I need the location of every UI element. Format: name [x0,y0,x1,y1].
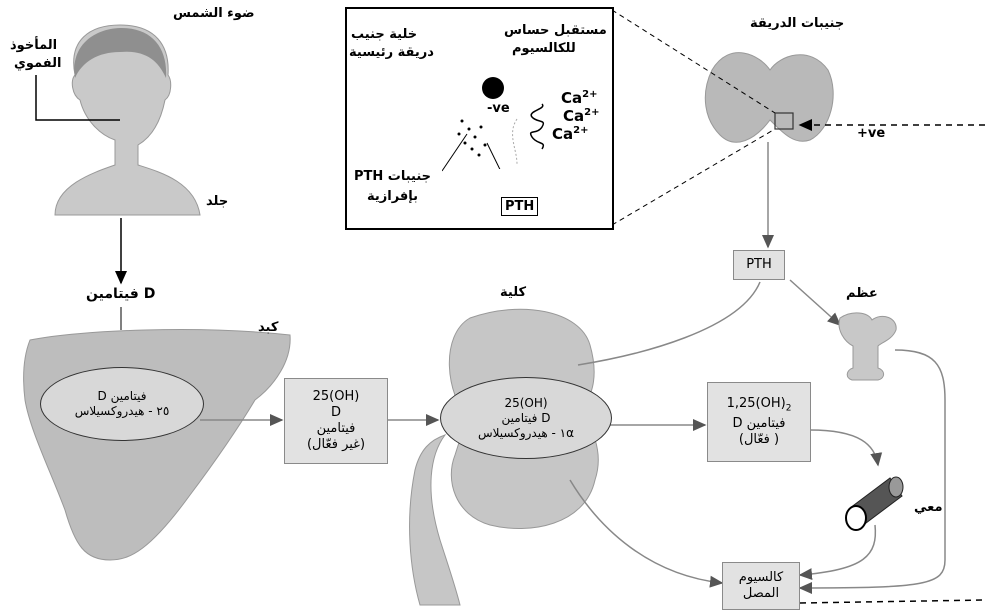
active-line3: ( فعّال) [738,432,780,448]
bone-shape [838,312,897,381]
nucleus-dot [482,77,504,99]
positive-feedback-label: +ve [857,126,886,141]
pth-granules-label-2: بإفرازية [367,189,419,204]
liver-label: كبد [258,320,279,335]
pth-to-bone-arrow [789,279,842,327]
inactive-line1: 25(OH) [312,389,360,404]
intestine-to-serum-arrow [798,524,877,581]
receptor-label-1: مستقبل حساس [504,23,607,38]
inactive-line2: D [330,405,341,420]
calcium-ion-1: Ca2+ [561,89,598,107]
parathyroid-glands [704,52,834,143]
oral-intake-pointer [35,75,120,121]
liver-oval-line2: ٢٥ - هيدروكسيلاس [74,404,170,418]
calcium-ion-2: Ca2+ [563,107,600,125]
receptor-and-granules [457,103,544,169]
bone-to-serum-arrow [798,349,946,594]
serum-line1: كالسيوم [738,570,784,585]
granule-pointer-lines [442,133,468,172]
sunlight-label: ضوء الشمس [173,6,255,21]
kidney-oval-line3: ١α - هيدروكسيلاس [477,425,574,440]
kidney-hydroxylase-oval: 25(OH) D فيتامين ١α - هيدروكسيلاس [440,377,612,459]
bone-label: عظم [846,286,878,301]
pth-box: PTH [733,250,785,280]
active-line2: فيتامين D [732,416,786,432]
active-to-intestine-arrow [809,429,883,467]
parathyroid-focus-box [774,112,794,130]
pth-to-kidney-arrow [577,281,761,366]
chief-cell-label-2: دريقة رئيسية [349,45,434,60]
liver-shape [23,329,291,561]
receptor-label-2: للكالسيوم [512,41,576,56]
negative-feedback-label: -ve [487,101,510,116]
kidney-oval-line1: 25(OH) [504,395,548,410]
oral-intake-label-2: الفموي [14,56,62,71]
skin-label: جلد [206,194,229,209]
inactive-line4: (غير فعّال) [306,437,366,452]
parathyroid-label: جنيبات الدريقة [750,16,845,31]
vitamin-d-label: فيتامين D [86,286,156,302]
inset-connector-bottom [611,128,776,226]
inactive-vitd-box: 25(OH) D فيتامين (غير فعّال) [284,378,388,464]
active-line1: 1,25(OH)2 [726,395,792,414]
intestine-label: معي [914,500,943,515]
ureter-shape [409,434,461,606]
serum-calcium-box: كالسيوم المصل [722,562,800,610]
serum-line2: المصل [742,586,780,601]
chief-cell-label-1: خلية جنيب [351,27,418,42]
liver-oval-line1: فيتامين D [97,389,147,403]
oral-intake-label-1: المأخوذ [10,38,58,53]
pth-granules-label-1: جنيبات PTH [354,169,432,184]
secreted-pth-box: PTH [501,197,539,216]
liver-hydroxylase-oval: فيتامين D ٢٥ - هيدروكسيلاس [40,367,204,441]
serum-feedback-line [799,599,986,604]
kidney-label: كلية [500,285,527,300]
kidney-to-serum-arrow [569,479,724,588]
active-vitd-box: 1,25(OH)2 فيتامين D ( فعّال) [707,382,811,462]
kidney-oval-line2: D فيتامين [501,410,551,425]
intestine-shape [845,476,904,531]
inactive-line3: فيتامين [316,421,356,436]
parathyroid-cell-inset: خلية جنيب دريقة رئيسية مستقبل حساس للكال… [345,7,614,230]
woman-figure [54,24,201,216]
calcium-ion-3: Ca2+ [552,125,589,143]
